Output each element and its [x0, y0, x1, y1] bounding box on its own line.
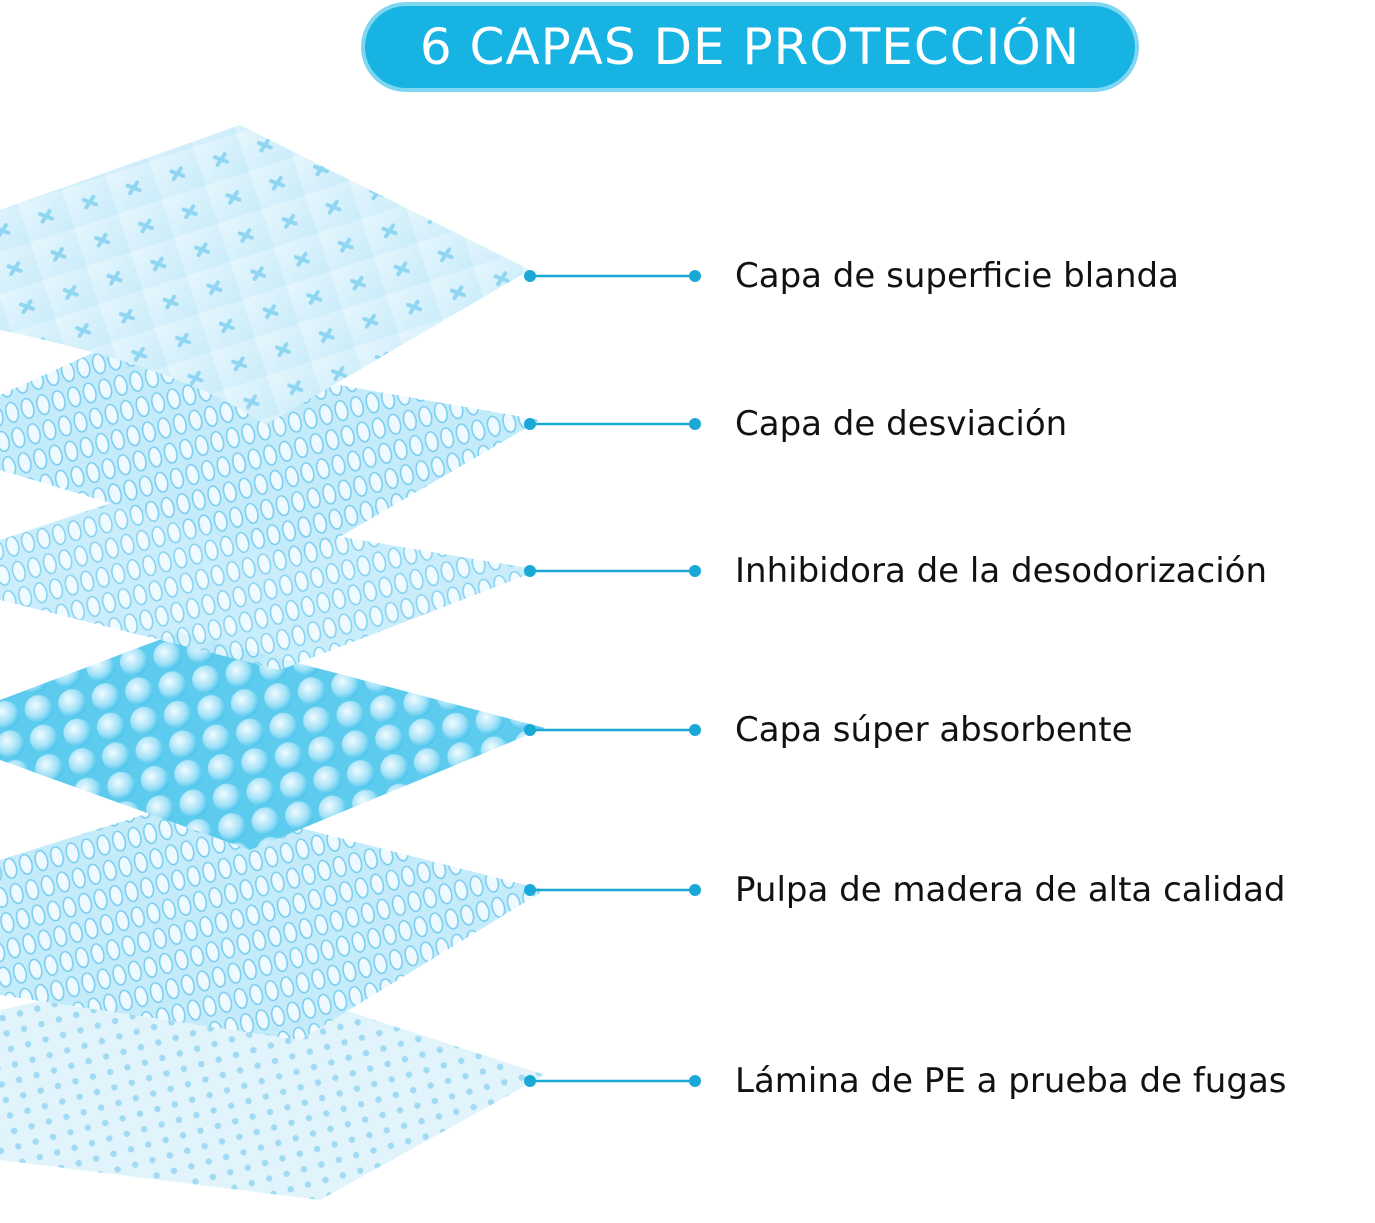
layer-sheet-1 [0, 125, 530, 425]
connector-dot-3-start [524, 565, 536, 577]
connector-dot-1-end [689, 270, 701, 282]
layer-label-1: Capa de superficie blanda [735, 256, 1179, 296]
connector-lines [524, 270, 701, 1087]
connector-dot-4-start [524, 724, 536, 736]
layer-label-5: Pulpa de madera de alta calidad [735, 870, 1286, 910]
layer-label-3: Inhibidora de la desodorización [735, 551, 1267, 591]
layer-sheet-3 [0, 500, 540, 670]
layer-sheet-2 [0, 345, 540, 560]
page-title: 6 CAPAS DE PROTECCIÓN [419, 18, 1081, 76]
title-banner: 6 CAPAS DE PROTECCIÓN [365, 6, 1135, 88]
layer-label-4: Capa súper absorbente [735, 710, 1133, 750]
layer-label-6: Lámina de PE a prueba de fugas [735, 1061, 1287, 1101]
connector-dot-5-end [689, 884, 701, 896]
connector-dot-4-end [689, 724, 701, 736]
connector-dot-1-start [524, 270, 536, 282]
connector-dot-2-end [689, 418, 701, 430]
connector-dot-5-start [524, 884, 536, 896]
layer-sheet-4 [0, 632, 545, 850]
layer-label-2: Capa de desviación [735, 404, 1068, 444]
connector-dot-6-start [524, 1075, 536, 1087]
layer-sheet-5 [0, 800, 545, 1040]
layer-stack-illustration [0, 125, 701, 1200]
connector-dot-3-end [689, 565, 701, 577]
connector-dot-6-end [689, 1075, 701, 1087]
connector-dot-2-start [524, 418, 536, 430]
layer-sheet-6 [0, 965, 545, 1200]
